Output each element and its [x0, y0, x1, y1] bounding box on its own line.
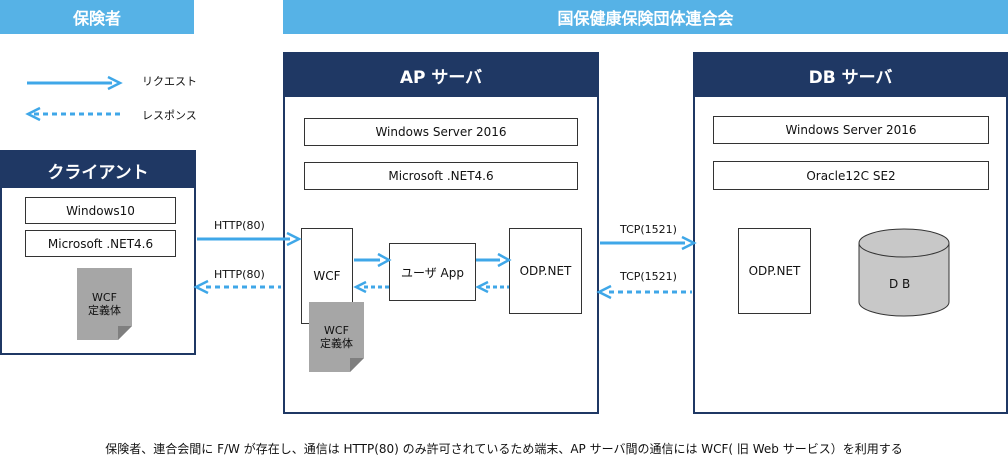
- insured-banner: 保険者: [0, 0, 194, 34]
- database-label: D B: [889, 277, 911, 291]
- legend-response-arrow: [25, 106, 120, 122]
- ap-os-box: Windows Server 2016: [304, 118, 578, 146]
- odp-to-userapp-arrow: [475, 280, 509, 294]
- tcp-request-arrow: [600, 235, 697, 251]
- database-cylinder-icon: [858, 228, 950, 317]
- ap-framework-box: Microsoft .NET4.6: [304, 162, 578, 190]
- db-os-box: Windows Server 2016: [713, 116, 989, 144]
- legend-response-label: レスポンス: [142, 109, 197, 122]
- ap-doc-fold: [350, 358, 364, 372]
- http-response-label: HTTP(80): [214, 268, 265, 281]
- client-framework-box: Microsoft .NET4.6: [25, 230, 176, 257]
- http-request-label: HTTP(80): [214, 219, 265, 232]
- ap-odp-doc: ODP.NET: [509, 228, 582, 314]
- federation-banner: 国保健康保険団体連合会: [283, 0, 1008, 34]
- db-product-box: Oracle12C SE2: [713, 161, 989, 190]
- client-title: クライアント: [2, 152, 194, 188]
- legend-request-label: リクエスト: [142, 75, 197, 88]
- client-os-box: Windows10: [25, 197, 176, 224]
- http-request-arrow: [197, 231, 302, 247]
- db-odp-doc: ODP.NET: [738, 228, 811, 314]
- tcp-response-arrow: [596, 284, 692, 300]
- tcp-response-label: TCP(1521): [620, 270, 677, 283]
- footer-note: 保険者、連合会間に F/W が存在し、通信は HTTP(80) のみ許可されてい…: [105, 442, 903, 456]
- client-doc-fold: [118, 326, 132, 340]
- wcf-to-userapp-arrow: [354, 252, 392, 268]
- legend-request-arrow: [27, 75, 123, 91]
- http-response-arrow: [193, 279, 281, 295]
- userapp-to-wcf-arrow: [353, 280, 389, 294]
- userapp-to-odp-arrow: [476, 252, 512, 268]
- tcp-request-label: TCP(1521): [620, 223, 677, 236]
- db-server-title: DB サーバ: [695, 54, 1006, 97]
- user-app-box: ユーザ App: [389, 243, 476, 301]
- ap-server-title: AP サーバ: [285, 54, 597, 97]
